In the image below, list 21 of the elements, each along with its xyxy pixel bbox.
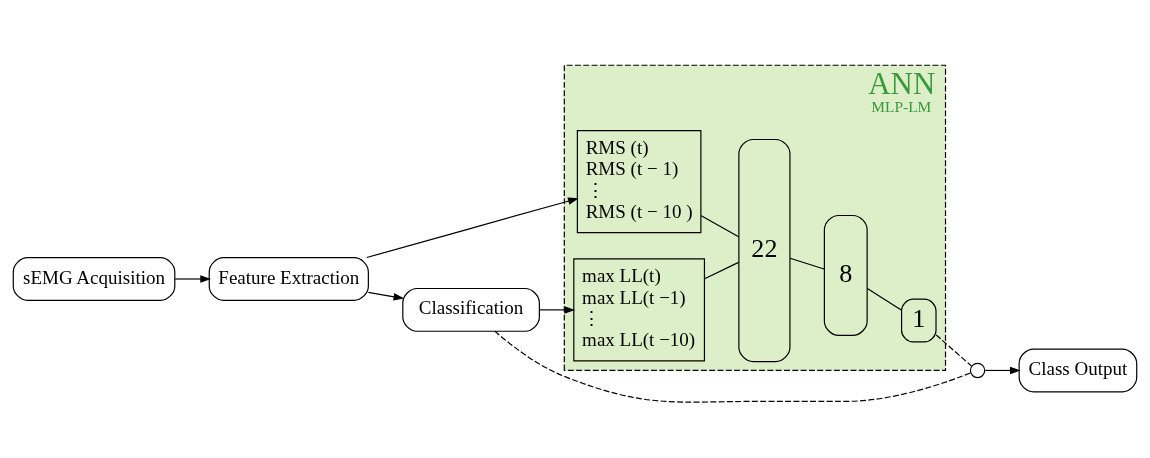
connector — [789, 257, 825, 270]
arrow — [174, 274, 211, 283]
node-box: 22 — [738, 138, 791, 362]
connector — [704, 261, 740, 279]
connector — [866, 287, 902, 311]
connector — [935, 333, 973, 367]
node-box: RMS (t) RMS (t − 1) ⋮ RMS (t − 10 ) — [576, 129, 702, 233]
arrow — [984, 366, 1021, 374]
node-box: sEMG Acquisition — [12, 256, 176, 301]
arrow — [367, 291, 405, 300]
node-box: Classification — [402, 287, 540, 332]
node-box: 8 — [823, 214, 868, 336]
node-circle — [969, 362, 986, 378]
connector — [494, 330, 972, 403]
node-box: Class Output — [1018, 347, 1138, 392]
node-box: Feature Extraction — [208, 256, 369, 301]
node-box: max LL(t) max LL(t −1) ⋮ max LL(t −10) — [573, 257, 706, 362]
arrow — [366, 197, 579, 258]
arrow — [539, 305, 576, 314]
node-box: 1 — [901, 298, 937, 343]
connector — [700, 214, 740, 237]
